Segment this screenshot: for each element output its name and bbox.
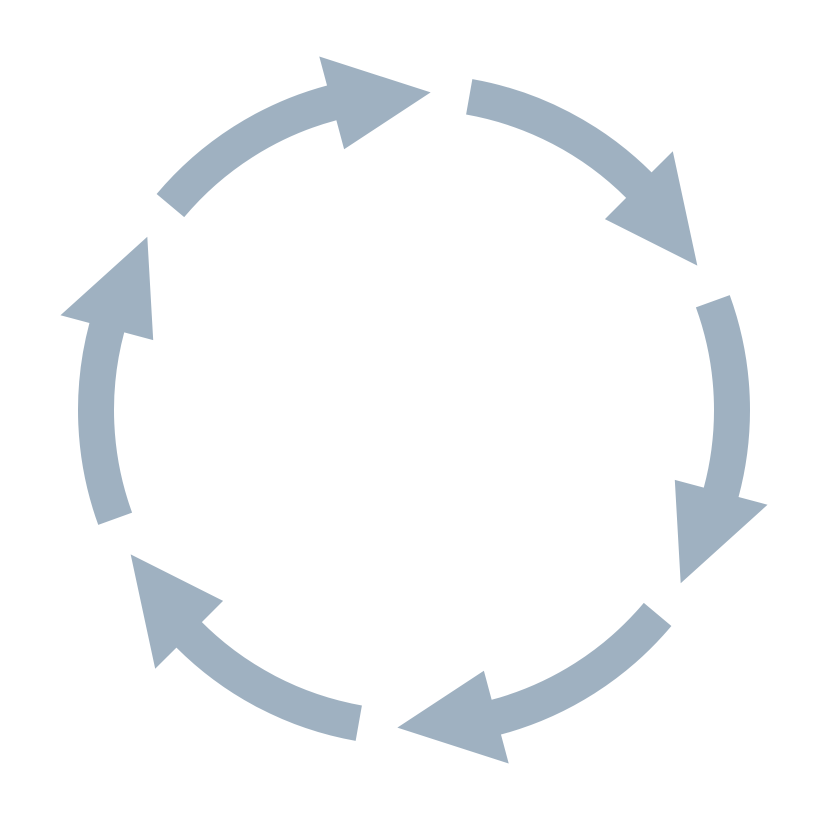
- cycle-arrow-1: [466, 79, 698, 266]
- cycle-arrow-2: [674, 295, 768, 584]
- cycle-arrow-4: [130, 554, 362, 741]
- cycle-arrow-3: [397, 602, 672, 764]
- cycle-arrow-5: [60, 236, 154, 525]
- cycle-arrow-6: [156, 56, 431, 218]
